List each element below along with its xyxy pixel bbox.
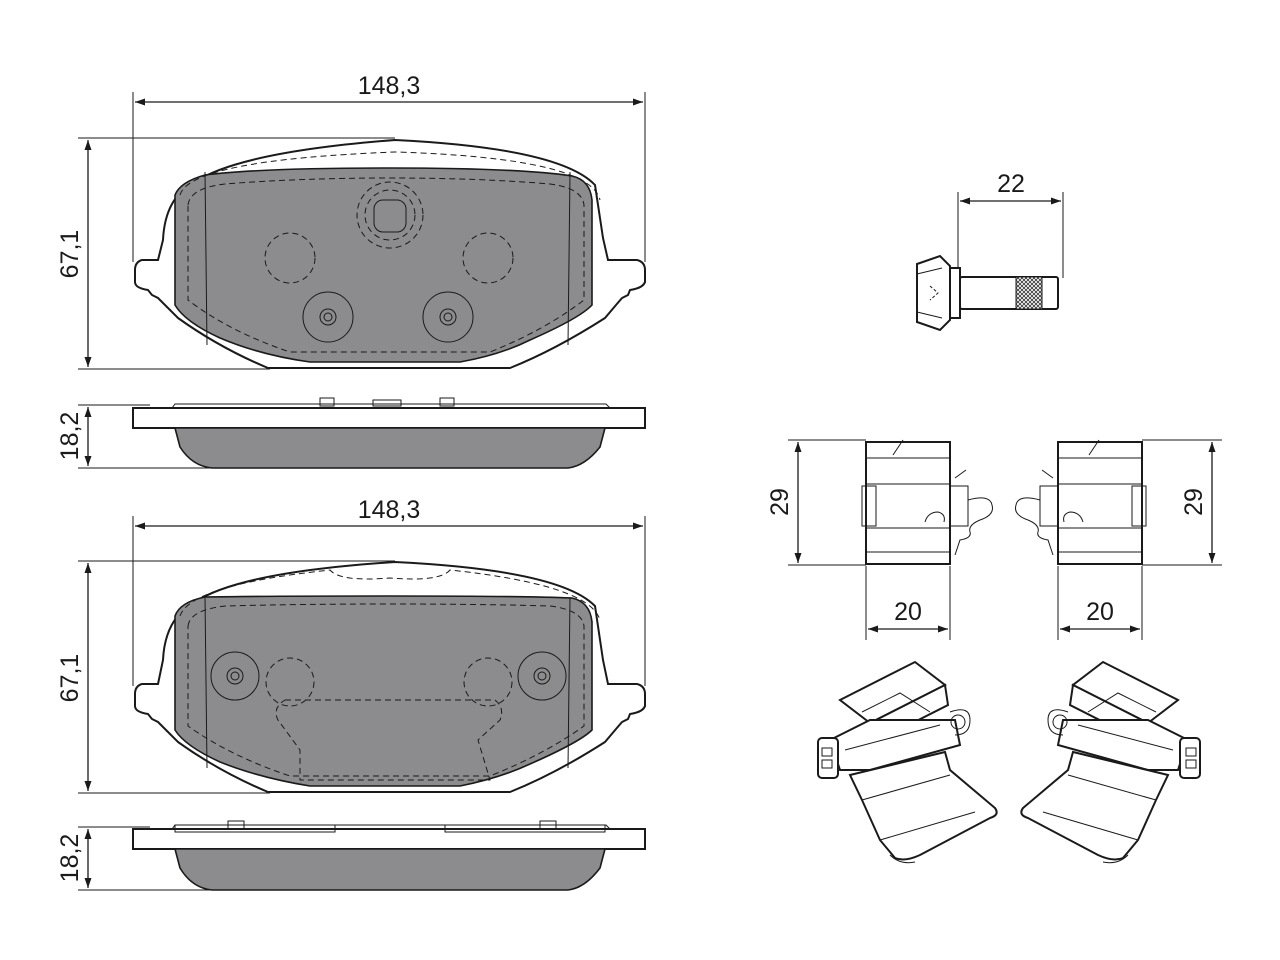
bolt-shank [959, 276, 1059, 310]
left-clip-width-dimension: 20 [865, 566, 951, 640]
top-pad-friction-material [174, 167, 593, 363]
bolt-length-dimension: 22 [957, 170, 1064, 278]
top-pad-side-friction-material [173, 427, 607, 469]
top-pad-front-view [134, 138, 646, 369]
bolt-thread [1015, 276, 1043, 310]
bottom-pad-dashed-slot [275, 699, 503, 781]
top-pad-right-chamfer [567, 171, 571, 346]
top-pad-inner-outline [187, 177, 585, 353]
bolt-flange [949, 267, 961, 319]
top-pad-right-pin [422, 291, 474, 343]
top-pad-height-dimension: 67,1 [56, 137, 395, 370]
right-clip-side-view [1015, 439, 1147, 565]
left-clip-height-label: 29 [766, 488, 794, 516]
top-pad-left-pin [302, 291, 354, 343]
left-clip-isometric-spring-arm [848, 750, 998, 861]
bottom-pad-height-label: 67,1 [56, 654, 84, 703]
bottom-pad-width-dimension: 148,3 [132, 496, 646, 686]
bottom-pad-thickness-label: 18,2 [56, 834, 84, 883]
bottom-pad-left-chamfer [204, 596, 208, 769]
bottom-pad-height-dimension: 67,1 [56, 560, 395, 794]
top-pad-height-label: 67,1 [56, 230, 84, 279]
bottom-pad-thickness-dimension: 18,2 [56, 826, 210, 891]
top-pad-left-dashed-circle [264, 232, 316, 284]
top-pad-right-dashed-circle [462, 232, 514, 284]
top-pad-width-dimension: 148,3 [132, 72, 646, 262]
left-clip-height-dimension: 29 [766, 439, 866, 566]
bolt-length-label: 22 [997, 170, 1025, 198]
top-pad-side-backing-plate [132, 407, 646, 429]
right-clip-height-label: 29 [1180, 488, 1208, 516]
top-pad-center-slot [373, 199, 407, 233]
top-pad-thickness-label: 18,2 [56, 412, 84, 461]
right-clip-height-dimension: 29 [1142, 439, 1222, 566]
top-pad-width-label: 148,3 [358, 72, 421, 100]
bottom-pad-wear-edge-outline [179, 569, 601, 621]
bottom-pad-right-pin [517, 651, 567, 701]
top-pad-side-clip-tab-1 [319, 397, 335, 407]
left-clip-width-label: 20 [894, 598, 922, 626]
bottom-pad-side-friction-material [173, 848, 607, 891]
left-clip-side-view [861, 439, 993, 565]
top-pad-center-circle [356, 181, 424, 249]
bottom-pad-left-dashed-circle [265, 657, 315, 707]
bottom-pad-friction-material [174, 595, 593, 787]
top-pad-side-view [132, 397, 646, 469]
bottom-pad-right-chamfer [567, 596, 571, 769]
bottom-pad-side-view [132, 820, 646, 891]
left-clip-isometric [817, 660, 998, 864]
bottom-pad-width-label: 148,3 [358, 496, 421, 524]
bottom-pad-side-backing-plate [132, 828, 646, 850]
left-clip-body [865, 441, 951, 565]
right-clip-isometric-spring-arm [1020, 750, 1170, 861]
right-clip-spring [1015, 497, 1054, 556]
bottom-pad-right-dashed-circle [463, 657, 513, 707]
bottom-pad-inner-outline [187, 603, 585, 777]
right-clip-width-label: 20 [1086, 598, 1114, 626]
left-clip-spring [954, 497, 993, 556]
right-clip-body [1057, 441, 1143, 565]
right-clip-width-dimension: 20 [1057, 566, 1143, 640]
bottom-pad-front-view [134, 560, 646, 793]
right-clip-isometric [1020, 660, 1201, 864]
top-pad-left-chamfer [204, 171, 208, 346]
bolt-head [916, 254, 951, 332]
bolt-drawing [916, 254, 1059, 332]
bottom-pad-left-pin [210, 651, 260, 701]
top-pad-thickness-dimension: 18,2 [56, 404, 210, 469]
